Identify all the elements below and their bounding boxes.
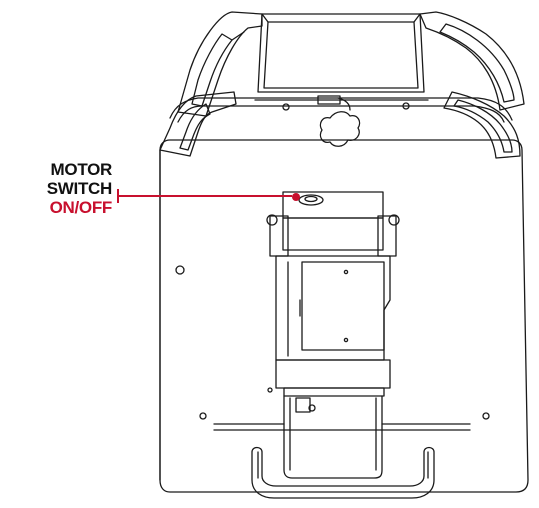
rear-right-handle: [419, 11, 525, 111]
front-panel: [159, 139, 529, 493]
rear-left-handle: [177, 11, 263, 117]
front-left-handle: [159, 91, 237, 157]
upper-plate: [169, 97, 513, 123]
motor-body: [275, 255, 391, 397]
panel-screws: [175, 102, 490, 420]
star-knob-icon: [317, 95, 361, 147]
gearbox: [267, 387, 383, 479]
support-bar: [213, 423, 471, 431]
motor-switch-callout: MOTOR SWITCH ON/OFF: [0, 160, 113, 217]
switch-housing: [266, 191, 400, 257]
front-right-handle: [443, 91, 521, 159]
callout-line-on-off: ON/OFF: [49, 198, 113, 217]
callout-line-motor: MOTOR: [50, 160, 113, 179]
callout-line-switch: SWITCH: [46, 179, 113, 198]
bottom-handle: [251, 446, 435, 499]
top-box: [254, 13, 429, 101]
callout-leader: [117, 189, 300, 203]
motor-switch-icon: [298, 194, 324, 206]
